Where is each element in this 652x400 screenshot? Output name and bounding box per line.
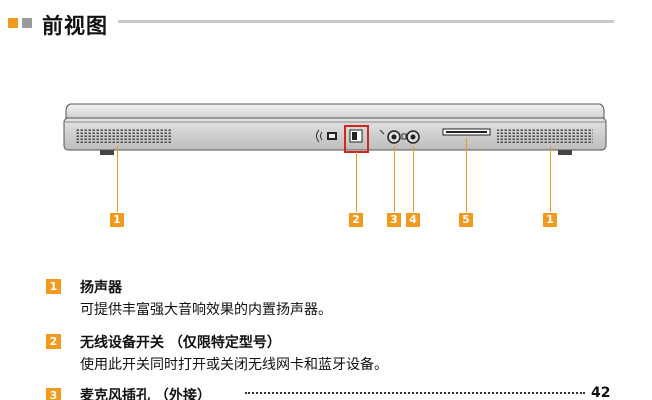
item-desc-wireless-switch: 使用此开关同时打开或关闭无线网卡和蓝牙设备。 [80,357,388,373]
header-rule [118,20,614,23]
page-title: 前视图 [42,14,108,38]
item-title-speaker: 扬声器 [80,280,122,296]
laptop-front-illustration [63,103,607,155]
right-foot [558,150,572,155]
item-badge-1: 1 [46,279,61,294]
item-page-number: 42 [591,385,611,400]
header-square-orange [8,18,18,28]
callout-line-2 [356,152,357,212]
wireless-symbol-icon [316,129,337,143]
speaker-grille-left [75,128,171,143]
toc-dot-leader [245,392,585,394]
callout-badge-5: 5 [459,213,473,227]
callout-badge-1-right: 1 [543,213,557,227]
left-foot [100,150,114,155]
callout-badge-2: 2 [349,213,363,227]
laptop-lid [65,103,605,119]
item-badge-3: 3 [46,388,61,400]
callout-badge-1-left: 1 [110,213,124,227]
callout-line-5 [466,138,467,212]
microphone-jack-icon [379,129,401,144]
item-desc-speaker: 可提供丰富强大音响效果的内置扬声器。 [80,302,332,318]
callout-line-4 [413,146,414,212]
callout-line-1-left [117,146,118,212]
headphone-jack-icon [401,130,420,144]
callout-badge-4: 4 [406,213,420,227]
callout-line-1-right [550,146,551,212]
callout-line-3 [394,146,395,212]
speaker-grille-right [497,128,593,143]
item-title-mic-jack: 麦克风插孔 （外接） [80,388,211,400]
item-badge-2: 2 [46,334,61,349]
header-square-gray [22,18,32,28]
callout-badge-3: 3 [387,213,401,227]
item-title-wireless-switch: 无线设备开关 （仅限特定型号） [80,335,281,351]
